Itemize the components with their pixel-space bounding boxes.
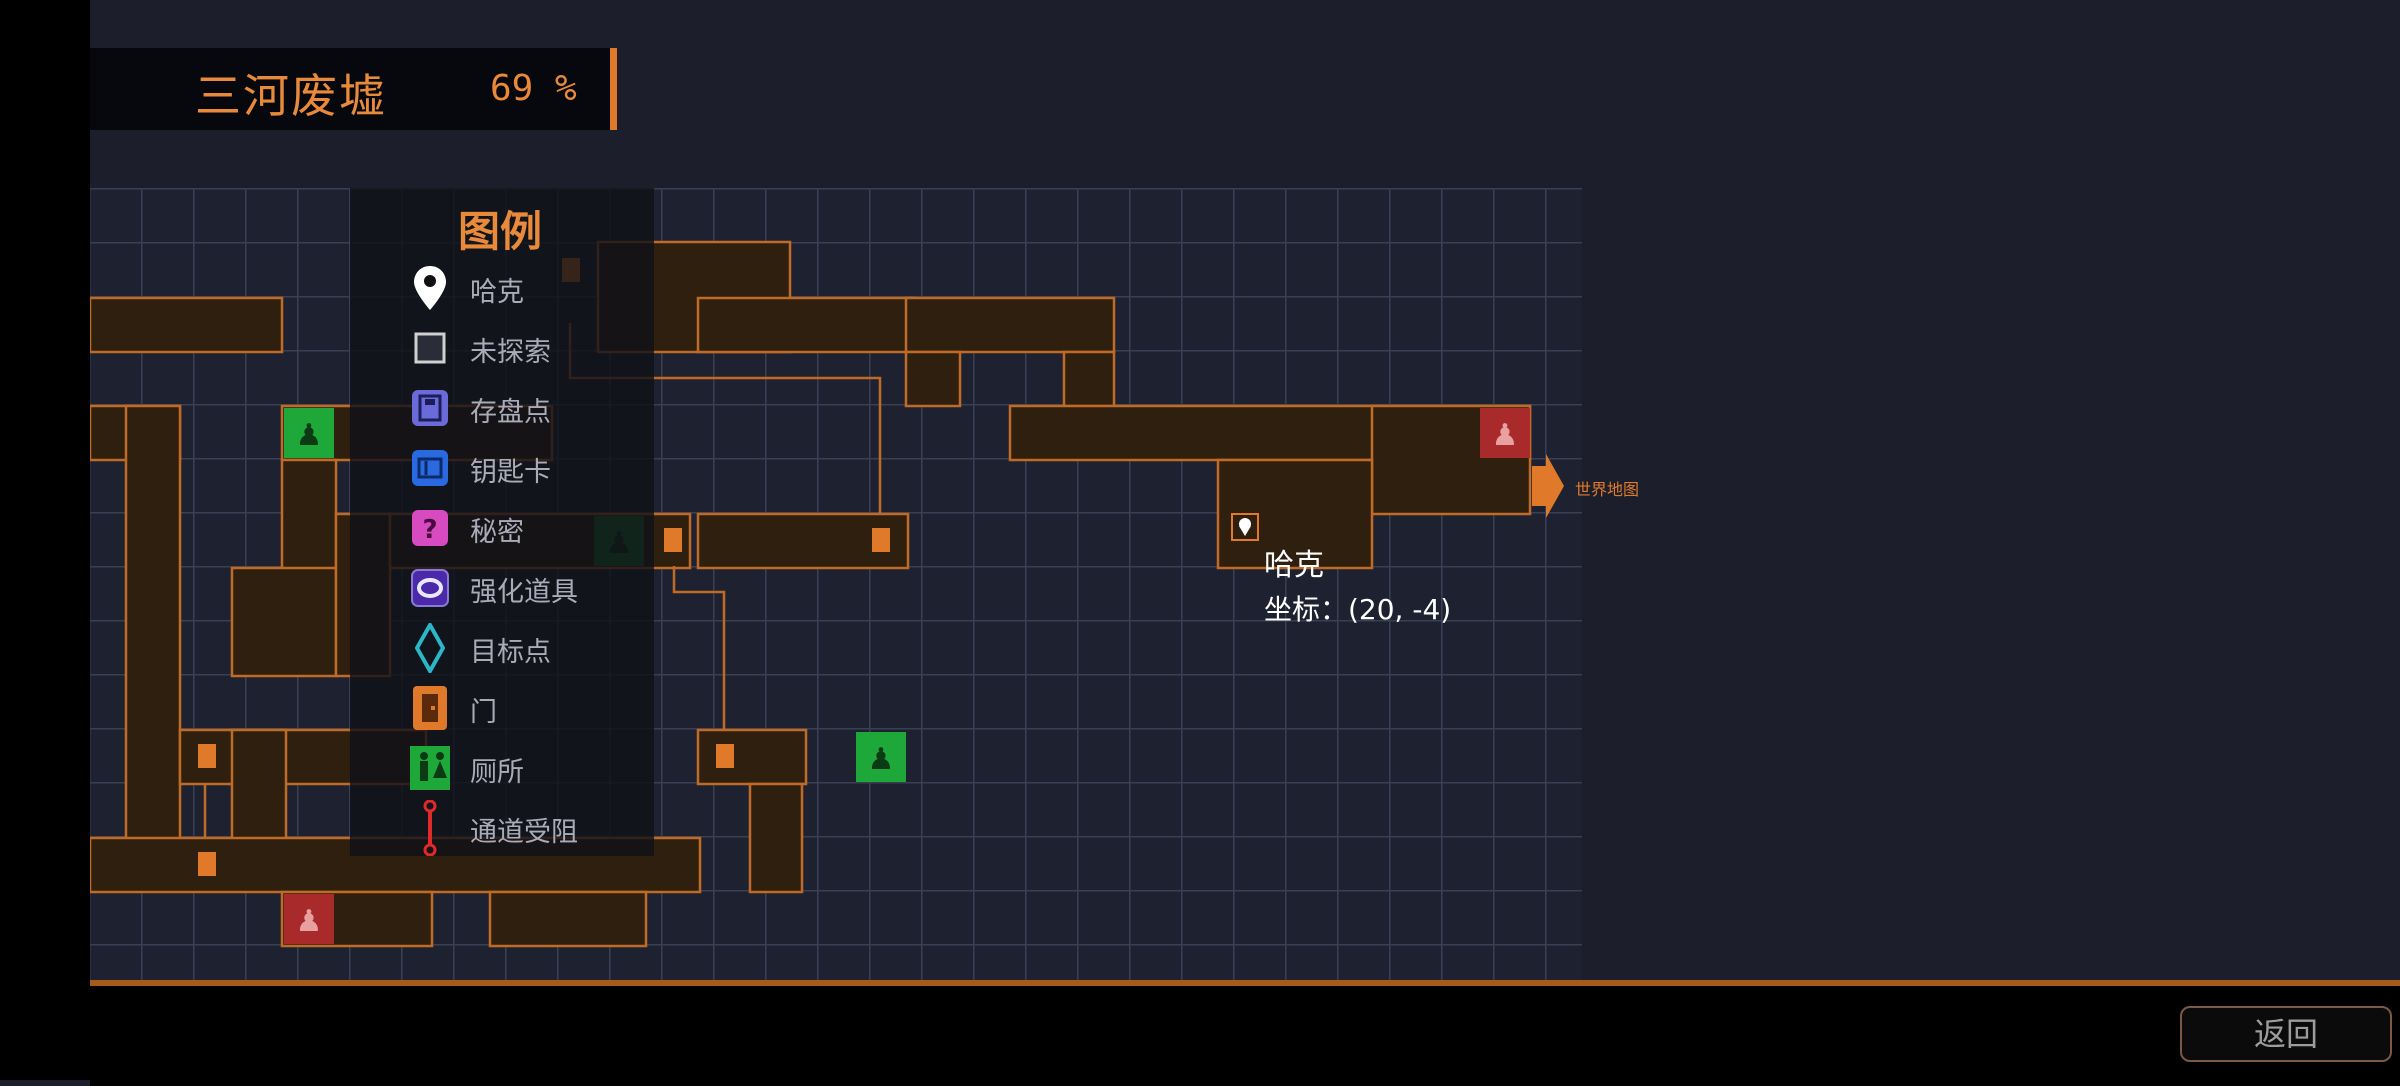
player-name: 哈克 (1264, 548, 1324, 583)
legend-label: 门 (470, 697, 497, 728)
legend-item-save-point: 存盘点 (410, 382, 650, 434)
back-button[interactable]: 返回 (2180, 1006, 2392, 1062)
bottom-bar (90, 980, 2400, 1086)
legend-label: 目标点 (470, 637, 551, 668)
legend-item-player: 哈克 (410, 262, 650, 314)
objective-diamond-icon (410, 623, 450, 673)
upgrade-ring-icon (410, 568, 450, 608)
map-grid[interactable]: ♟ ♟ ♟ ♟ ♟ (90, 188, 1582, 980)
legend-label: 未探索 (470, 337, 551, 368)
legend-item-keycard: 钥匙卡 (410, 442, 650, 494)
legend-item-upgrade: 强化道具 (410, 562, 650, 614)
world-map-exit-label[interactable]: 世界地图 (1575, 480, 1640, 499)
unexplored-square-icon (410, 328, 450, 368)
legend-item-secret: ? 秘密 (410, 502, 650, 554)
restroom-icon (410, 746, 450, 790)
legend-panel: 图例 哈克 未探索 存盘点 钥匙卡 ? 秘密 强化道具 (350, 188, 654, 856)
legend-label: 钥匙卡 (470, 457, 551, 488)
svg-text:♟: ♟ (296, 418, 323, 453)
area-title-bar: 三河废墟 69 % (90, 48, 617, 130)
player-info: 哈克 坐标：(20, -4) (1264, 540, 1451, 628)
legend-label: 通道受阻 (470, 817, 578, 848)
secret-question-icon: ? (410, 508, 450, 548)
completion-percent: 69 % (490, 68, 577, 109)
area-name: 三河废墟 (195, 69, 387, 123)
blocked-passage-icon (410, 800, 450, 856)
legend-label: 存盘点 (470, 397, 551, 428)
legend-label: 厕所 (470, 757, 524, 788)
svg-text:♟: ♟ (296, 904, 323, 939)
save-point-icon (410, 388, 450, 428)
legend-title: 图例 (458, 207, 543, 256)
legend-label: 强化道具 (470, 577, 578, 608)
left-edge-bar (0, 0, 90, 1080)
legend-item-unexplored: 未探索 (410, 322, 650, 374)
legend-item-restroom: 厕所 (410, 742, 650, 794)
door-icon (410, 686, 450, 730)
svg-text:?: ? (422, 515, 437, 545)
legend-label: 哈克 (470, 277, 524, 308)
svg-text:♟: ♟ (868, 742, 895, 777)
legend-item-objective: 目标点 (410, 622, 650, 674)
svg-text:♟: ♟ (1492, 418, 1519, 453)
legend-item-door: 门 (410, 682, 650, 734)
player-pin-icon (410, 266, 450, 310)
player-coords: 坐标：(20, -4) (1264, 593, 1452, 626)
legend-item-blocked: 通道受阻 (410, 800, 650, 856)
legend-label: 秘密 (470, 517, 524, 548)
keycard-icon (410, 448, 450, 488)
